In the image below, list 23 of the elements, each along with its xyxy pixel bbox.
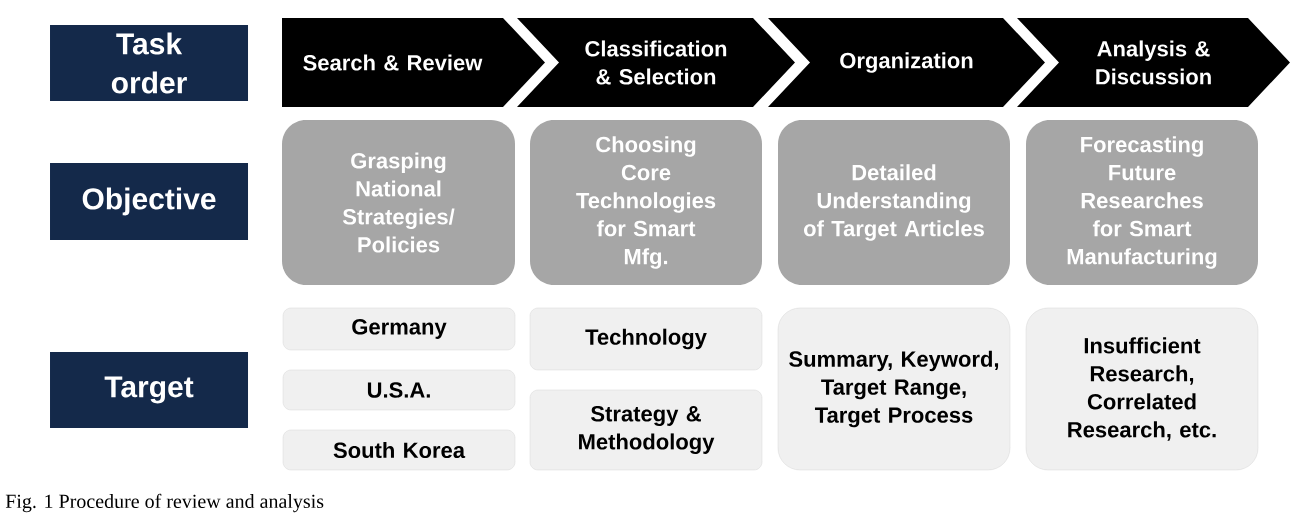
figure-caption: Fig. 1 Procedure of review and analysis: [5, 493, 324, 513]
row-header-box: Target: [50, 352, 248, 428]
step-banner: Organization: [768, 18, 1045, 107]
step-banner: Search & Review: [282, 18, 545, 107]
target-box: U.S.A.: [282, 369, 516, 411]
target-box: Summary, Keyword, Target Range, Target Process: [777, 307, 1011, 471]
target-box: Technology: [529, 307, 763, 371]
step-banner: Classification & Selection: [517, 18, 795, 107]
objective-box: Grasping National Strategies/ Policies: [282, 120, 515, 285]
row-header-box: Objective: [50, 163, 248, 240]
row-header-box: Task order: [50, 25, 248, 101]
target-box: Strategy & Methodology: [529, 389, 763, 471]
step-banner: Analysis & Discussion: [1017, 18, 1290, 107]
target-box: Insufficient Research, Correlated Research, etc.: [1025, 307, 1259, 471]
node-label: Analysis & Discussion: [1096, 40, 1211, 85]
target-box: South Korea: [282, 429, 516, 471]
objective-box: Forecasting Future Researches for Smart Manufacturing: [1026, 120, 1258, 285]
node-label: Classification & Selection: [585, 40, 727, 85]
objective-box: Choosing Core Technologies for Smart Mfg.: [530, 120, 762, 285]
node-label: Search & Review: [303, 54, 483, 71]
node-label: Organization: [840, 52, 973, 73]
objective-box: Detailed Understanding of Target Articles: [778, 120, 1010, 285]
target-box: Germany: [282, 307, 516, 351]
